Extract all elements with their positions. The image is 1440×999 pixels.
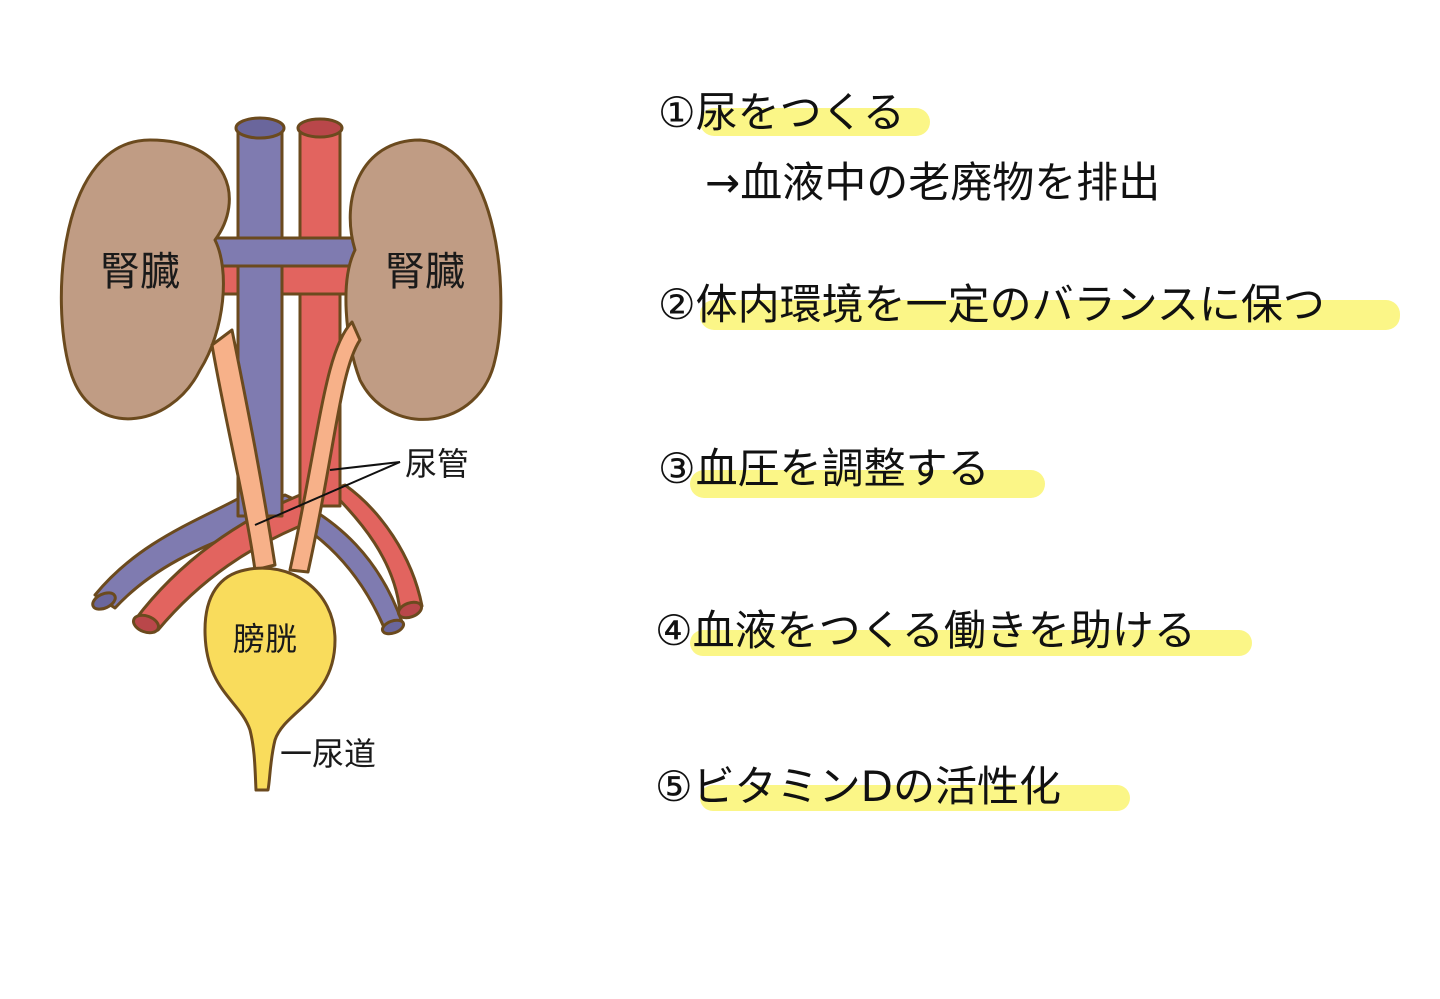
ureter-label: 尿管 (405, 445, 469, 483)
function-item-1-sub: →血液中の老廃物を排出 (705, 158, 1161, 207)
left-iliac-artery-end (131, 613, 161, 635)
function-item-2: ②体内環境を一定のバランスに保つ (658, 280, 1325, 329)
right-kidney (344, 138, 503, 421)
highlight-2 (700, 300, 1400, 330)
function-item-3: ③血圧を調整する (658, 444, 990, 493)
right-iliac-vein-end (380, 618, 406, 636)
ureter-pointer-2 (254, 461, 401, 526)
bladder-label: 膀胱 (233, 620, 297, 658)
kidney-left-label: 腎臓 (100, 249, 180, 295)
urethra-label: 一尿道 (280, 735, 376, 773)
highlight-3 (690, 470, 1045, 498)
vena-cava-top (234, 116, 286, 140)
right-ureter (288, 320, 362, 574)
function-item-5: ⑤ビタミンDの活性化 (655, 762, 1061, 811)
left-kidney (59, 138, 231, 421)
left-iliac-vein-end (91, 591, 117, 611)
right-iliac-artery-end (396, 600, 424, 620)
highlight-4 (690, 630, 1252, 656)
function-item-4: ④血液をつくる働きを助ける (655, 606, 1196, 655)
aorta-top (296, 117, 344, 139)
kidney-right-label: 腎臓 (385, 249, 465, 295)
renal-vein (210, 236, 360, 268)
ureter-pointer-1 (329, 461, 401, 471)
highlight-5 (700, 785, 1130, 811)
highlight-1 (700, 108, 930, 136)
left-ureter (210, 328, 277, 572)
bladder (203, 566, 337, 792)
function-item-1: ①尿をつくる (658, 88, 905, 137)
